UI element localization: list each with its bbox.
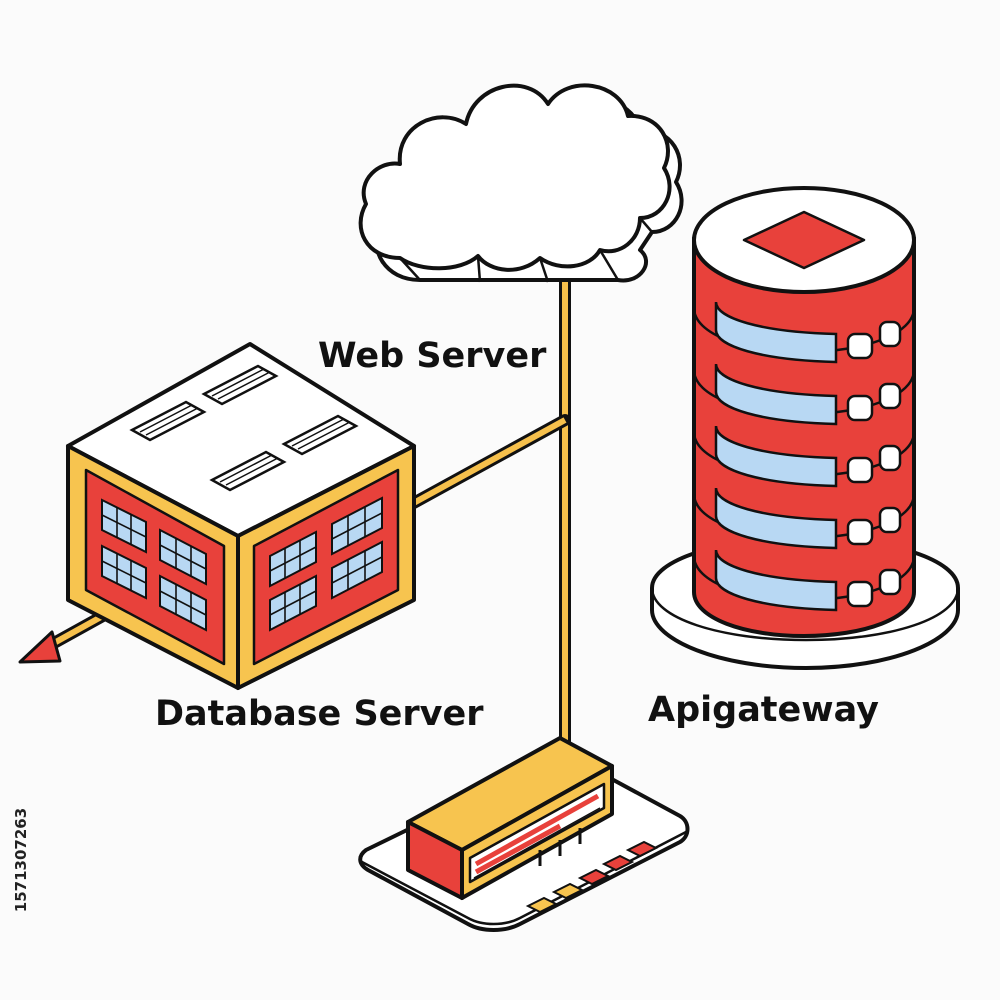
label-api-gateway: Apigateway — [648, 690, 879, 730]
label-web-server: Web Server — [318, 336, 547, 376]
cloud-icon — [358, 83, 684, 283]
label-database-server: Database Server — [155, 694, 484, 734]
arrow-left-icon — [18, 630, 62, 664]
database-server-icon — [66, 342, 416, 690]
stock-id-text: 1571307263 — [12, 807, 30, 913]
stock-id-vertical: 1571307263 — [6, 760, 36, 960]
api-gateway-cylinder-icon — [650, 186, 960, 670]
api-gateway-top-diamond — [742, 210, 866, 270]
database-top-vents — [129, 364, 359, 492]
network-device-icon — [358, 736, 690, 932]
